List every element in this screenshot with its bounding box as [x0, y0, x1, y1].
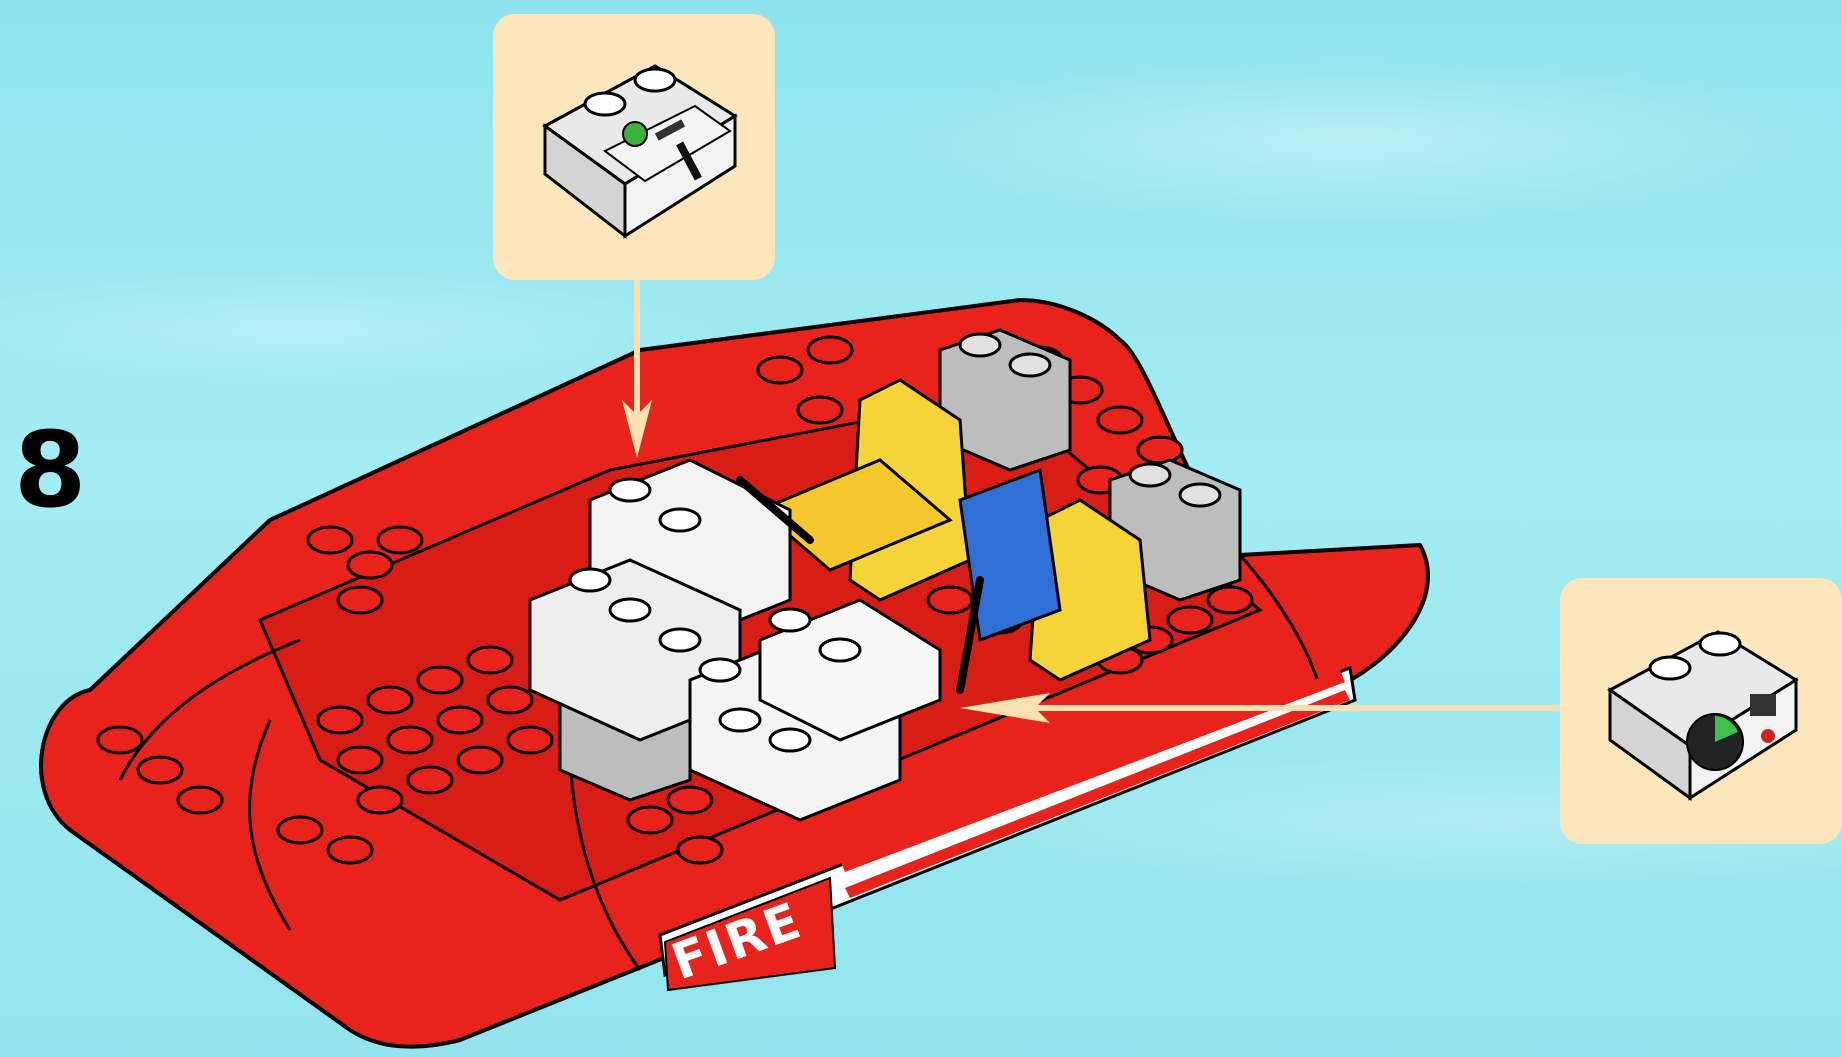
boat-scene: FIRE — [0, 0, 1842, 1057]
